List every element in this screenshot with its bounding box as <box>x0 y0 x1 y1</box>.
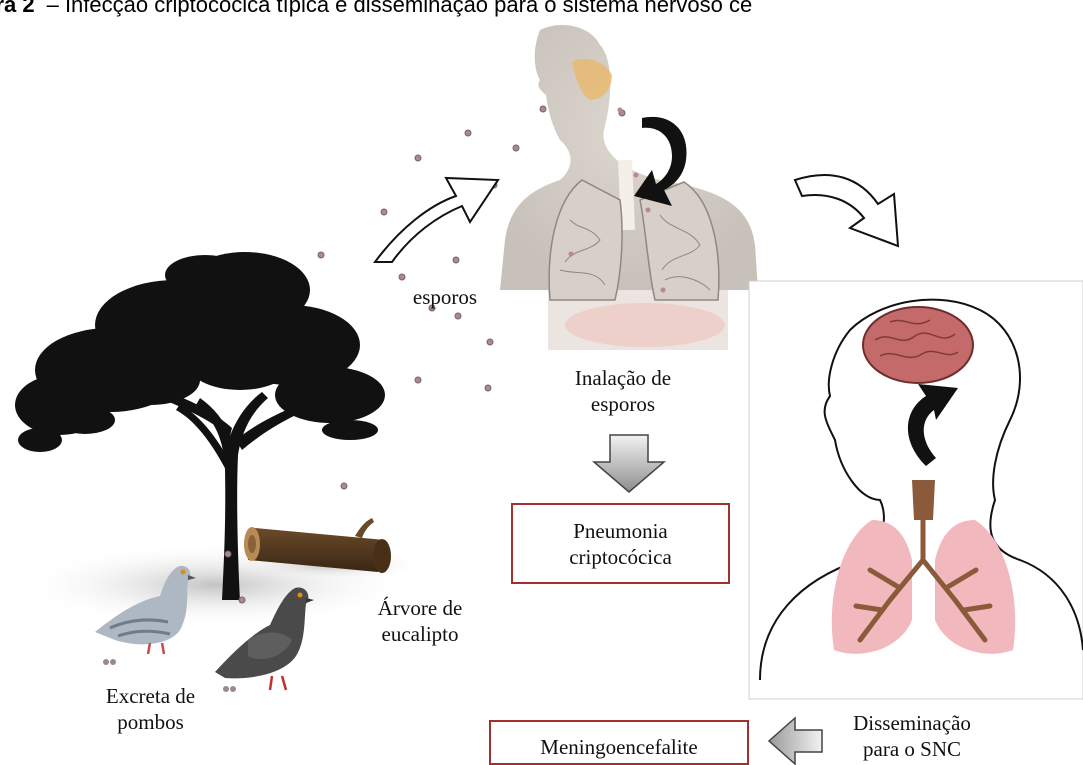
dissemination-panel <box>749 281 1083 699</box>
down-arrow-icon <box>594 435 664 492</box>
spores-label: esporos <box>400 284 490 310</box>
pigeons-label: Excreta de pombos <box>88 683 213 735</box>
left-arrow-icon <box>769 718 822 764</box>
meningoencephalitis-box: Meningoencefalite <box>489 720 749 765</box>
arrow-to-human-icon <box>375 178 498 262</box>
human-respiratory-figure <box>500 25 758 350</box>
arrow-to-dissemination-icon <box>795 175 898 246</box>
tree-label: Árvore de eucalipto <box>360 595 480 647</box>
pneumonia-box: Pneumonia criptocócica <box>511 503 730 584</box>
dissemination-label: Disseminação para o SNC <box>842 710 982 762</box>
inhalation-label: Inalação de esporos <box>548 365 698 417</box>
